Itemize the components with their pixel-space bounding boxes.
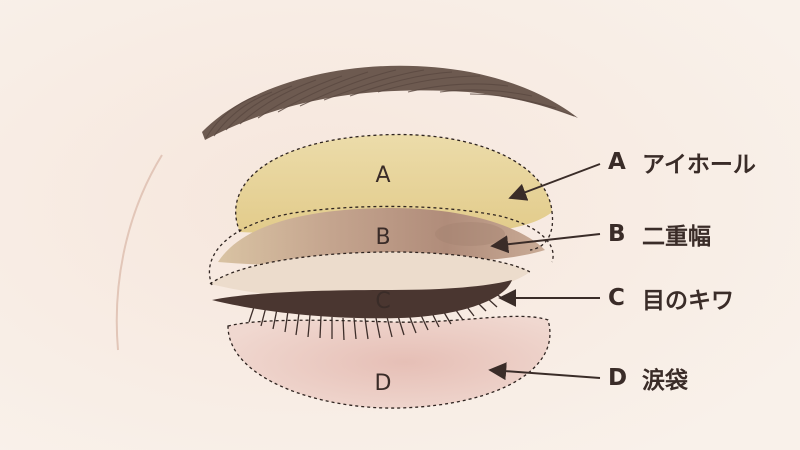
zone-letter-a: A xyxy=(375,163,390,188)
zone-c-outline xyxy=(209,251,531,285)
label-d-name: 涙袋 xyxy=(642,368,688,394)
label-b-letter: B xyxy=(608,221,626,247)
zone-b-highlight xyxy=(435,222,505,246)
label-c-letter: C xyxy=(608,285,625,311)
upper-lash-line xyxy=(212,280,512,319)
zone-d-shape xyxy=(228,316,550,409)
zone-letter-b: B xyxy=(375,225,390,250)
label-a-letter: A xyxy=(608,149,626,175)
label-a-name: アイホール xyxy=(642,152,756,178)
zone-letter-d: D xyxy=(375,371,392,396)
label-b-name: 二重幅 xyxy=(642,224,711,250)
zone-a-outline xyxy=(235,133,554,251)
face-contour xyxy=(115,154,163,351)
arrow-d xyxy=(488,362,601,381)
label-a: A アイホール xyxy=(608,147,756,178)
zone-b-shape xyxy=(218,208,545,266)
arrow-a xyxy=(508,163,601,201)
label-b: B 二重幅 xyxy=(608,219,711,250)
label-d: D 涙袋 xyxy=(608,363,688,394)
label-c: C 目のキワ xyxy=(608,283,734,314)
eyebrow-hair-strokes xyxy=(205,69,575,139)
label-c-name: 目のキワ xyxy=(642,288,734,314)
eyelashes xyxy=(248,293,509,341)
arrow-b xyxy=(490,233,601,254)
zone-b-outline xyxy=(208,205,554,286)
label-d-letter: D xyxy=(608,365,628,391)
zone-letter-c: C xyxy=(375,289,390,314)
